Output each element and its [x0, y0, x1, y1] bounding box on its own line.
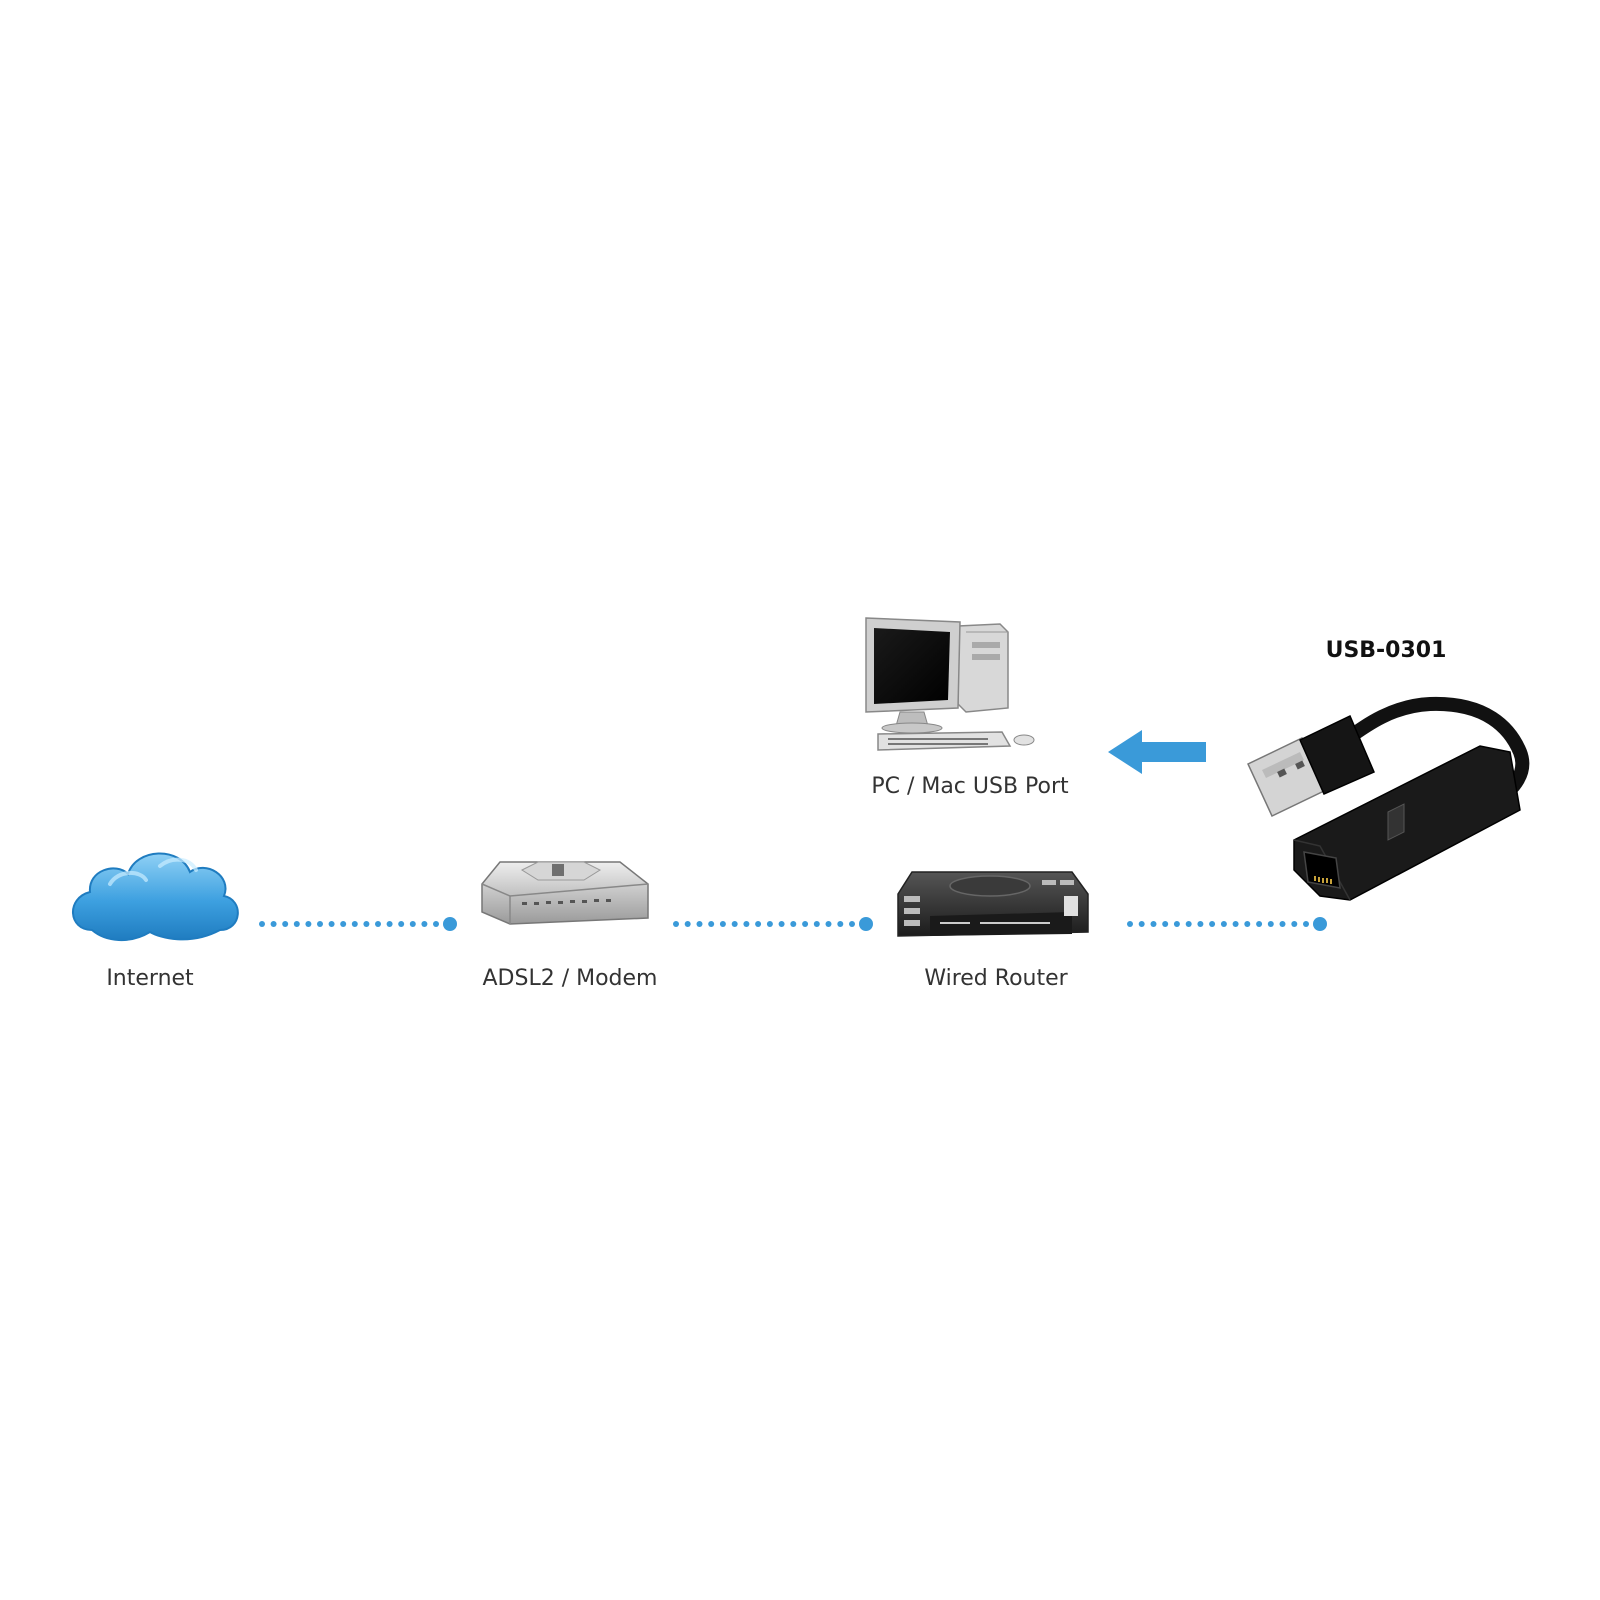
connector-dot [685, 921, 691, 927]
connector-dot [410, 921, 416, 927]
connector-dot [398, 921, 404, 927]
connector-dot [1197, 921, 1203, 927]
connector-dot [387, 921, 393, 927]
connector-end-dot [1313, 917, 1327, 931]
connector-dot [732, 921, 738, 927]
connector-dot [340, 921, 346, 927]
connector-dot [743, 921, 749, 927]
connector-dot [1280, 921, 1286, 927]
arrow-icon [1108, 730, 1206, 774]
connector-dot [363, 921, 369, 927]
connector-dot [755, 921, 761, 927]
connector-dot [1221, 921, 1227, 927]
adapter-model-label: USB-0301 [1326, 638, 1447, 663]
connector-dot [317, 921, 323, 927]
connector-dot [271, 921, 277, 927]
connector-dot [1127, 921, 1133, 927]
connector-modem-router [673, 917, 873, 931]
connector-dot [779, 921, 785, 927]
connector-dot [1162, 921, 1168, 927]
connector-dot [1268, 921, 1274, 927]
connector-dot [1186, 921, 1192, 927]
connector-dot [1139, 921, 1145, 927]
connector-dot [697, 921, 703, 927]
connector-dot [1244, 921, 1250, 927]
connector-dot [814, 921, 820, 927]
cloud-icon [73, 853, 238, 940]
connector-dot [282, 921, 288, 927]
connector-dot [1151, 921, 1157, 927]
connector-dot [837, 921, 843, 927]
connector-dot [1174, 921, 1180, 927]
connector-dot [673, 921, 679, 927]
usb-ethernet-adapter-icon [1248, 704, 1522, 900]
connector-dot [802, 921, 808, 927]
connector-dot [433, 921, 439, 927]
connector-dot [767, 921, 773, 927]
connector-end-dot [859, 917, 873, 931]
connector-dot [1291, 921, 1297, 927]
internet-label: Internet [106, 966, 193, 991]
connector-dot [1233, 921, 1239, 927]
connector-dot [826, 921, 832, 927]
connector-dot [352, 921, 358, 927]
connector-dot [259, 921, 265, 927]
desktop-computer-icon [866, 618, 1034, 750]
connector-dot [294, 921, 300, 927]
connector-dot [329, 921, 335, 927]
connector-dot [421, 921, 427, 927]
connector-dot [1209, 921, 1215, 927]
connector-dot [708, 921, 714, 927]
connector-dot [720, 921, 726, 927]
connector-router-adapter [1127, 917, 1327, 931]
modem-icon [482, 862, 648, 924]
router-icon [898, 872, 1088, 936]
connector-dot [375, 921, 381, 927]
connector-end-dot [443, 917, 457, 931]
connector-internet-modem [259, 917, 457, 931]
pc-label: PC / Mac USB Port [871, 774, 1068, 799]
connector-dot [1256, 921, 1262, 927]
connector-dot [849, 921, 855, 927]
connector-dot [305, 921, 311, 927]
connector-dot [1303, 921, 1309, 927]
router-label: Wired Router [924, 966, 1067, 991]
connector-dot [790, 921, 796, 927]
modem-label: ADSL2 / Modem [483, 966, 658, 991]
